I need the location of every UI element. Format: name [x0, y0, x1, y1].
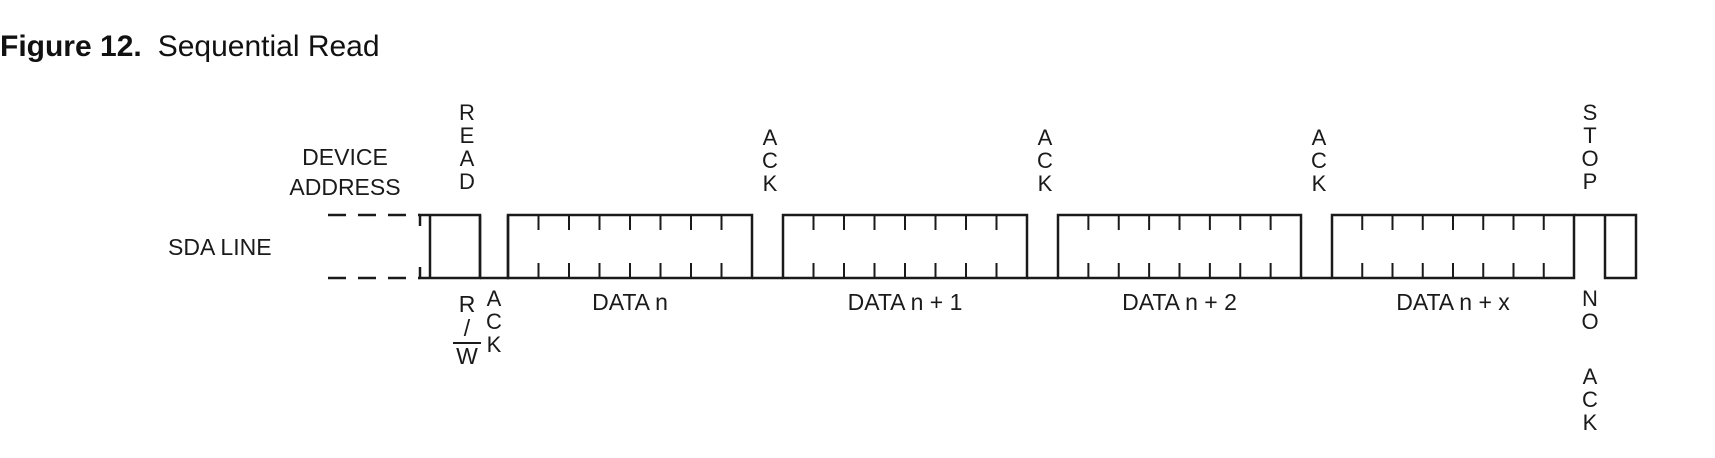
read-label-letter: E [460, 123, 475, 148]
no-ack-label-ack: ACK [1582, 364, 1598, 435]
ack-label-1-letter: A [763, 125, 778, 150]
read-label-letter: A [460, 146, 475, 171]
device-address-label-2: ADDRESS [289, 174, 400, 200]
no-ack-label-ack-letter: K [1583, 410, 1598, 435]
read-label-letter: R [459, 100, 475, 125]
rw-label-w: W [456, 343, 478, 369]
ack-label-3-letter: K [1312, 171, 1327, 196]
data-bytes-layer [506, 213, 1576, 280]
ack-label-address-letter: A [487, 286, 502, 311]
no-ack-label-ack-letter: C [1582, 387, 1598, 412]
ack-label-1-letter: K [763, 171, 778, 196]
ack-label-address: ACK [486, 286, 502, 357]
ack-label-2-letter: C [1037, 148, 1053, 173]
ack-label-1: ACK [762, 125, 778, 196]
no-ack-label-ack-letter: A [1583, 364, 1598, 389]
rw-label-r: R [459, 291, 476, 317]
sda-line-label: SDA LINE [168, 234, 272, 260]
figure-number: Figure 12. [0, 30, 142, 63]
rw-label-slash: / [464, 315, 471, 341]
ack-label-1-letter: C [762, 148, 778, 173]
figure-title: Figure 12. Sequential Read [0, 30, 380, 64]
stop-label-letter: O [1581, 146, 1598, 171]
stop-label-letter: S [1583, 100, 1598, 125]
stop-condition-waveform [1574, 213, 1638, 280]
ack-label-3-letter: C [1311, 148, 1327, 173]
ack-label-address-letter: C [486, 309, 502, 334]
ack-label-address-letter: K [487, 332, 502, 357]
data-byte-3 [1056, 213, 1303, 280]
byte-labels-layer: DATA n DATA n + 1 DATA n + 2 DATA n + x [592, 289, 1510, 315]
stop-label-letter: T [1583, 123, 1596, 148]
no-ack-label-no: NO [1581, 286, 1598, 334]
ack-label-3-letter: A [1312, 125, 1327, 150]
no-ack-label-no-letter: O [1581, 309, 1598, 334]
data-byte-1 [506, 213, 754, 280]
data-byte-label: DATA n + 1 [848, 289, 963, 315]
no-ack-label-no-letter: N [1582, 286, 1598, 311]
figure-caption: Sequential Read [157, 30, 380, 63]
ack-label-2-letter: A [1038, 125, 1053, 150]
ack-label-2-letter: K [1038, 171, 1053, 196]
data-byte-label: DATA n [592, 289, 668, 315]
data-byte-4 [1330, 213, 1576, 280]
data-byte-label: DATA n + 2 [1122, 289, 1237, 315]
ack-label-3: ACK [1311, 125, 1327, 196]
rw-bit-waveform [428, 213, 510, 280]
data-byte-2 [781, 213, 1029, 280]
read-label-letter: D [459, 169, 475, 194]
ack-label-2: ACK [1037, 125, 1053, 196]
data-byte-label: DATA n + x [1396, 289, 1510, 315]
device-address-label-1: DEVICE [302, 144, 388, 170]
device-address-dashed-lines [328, 213, 430, 280]
stop-label-letter: P [1583, 169, 1598, 194]
